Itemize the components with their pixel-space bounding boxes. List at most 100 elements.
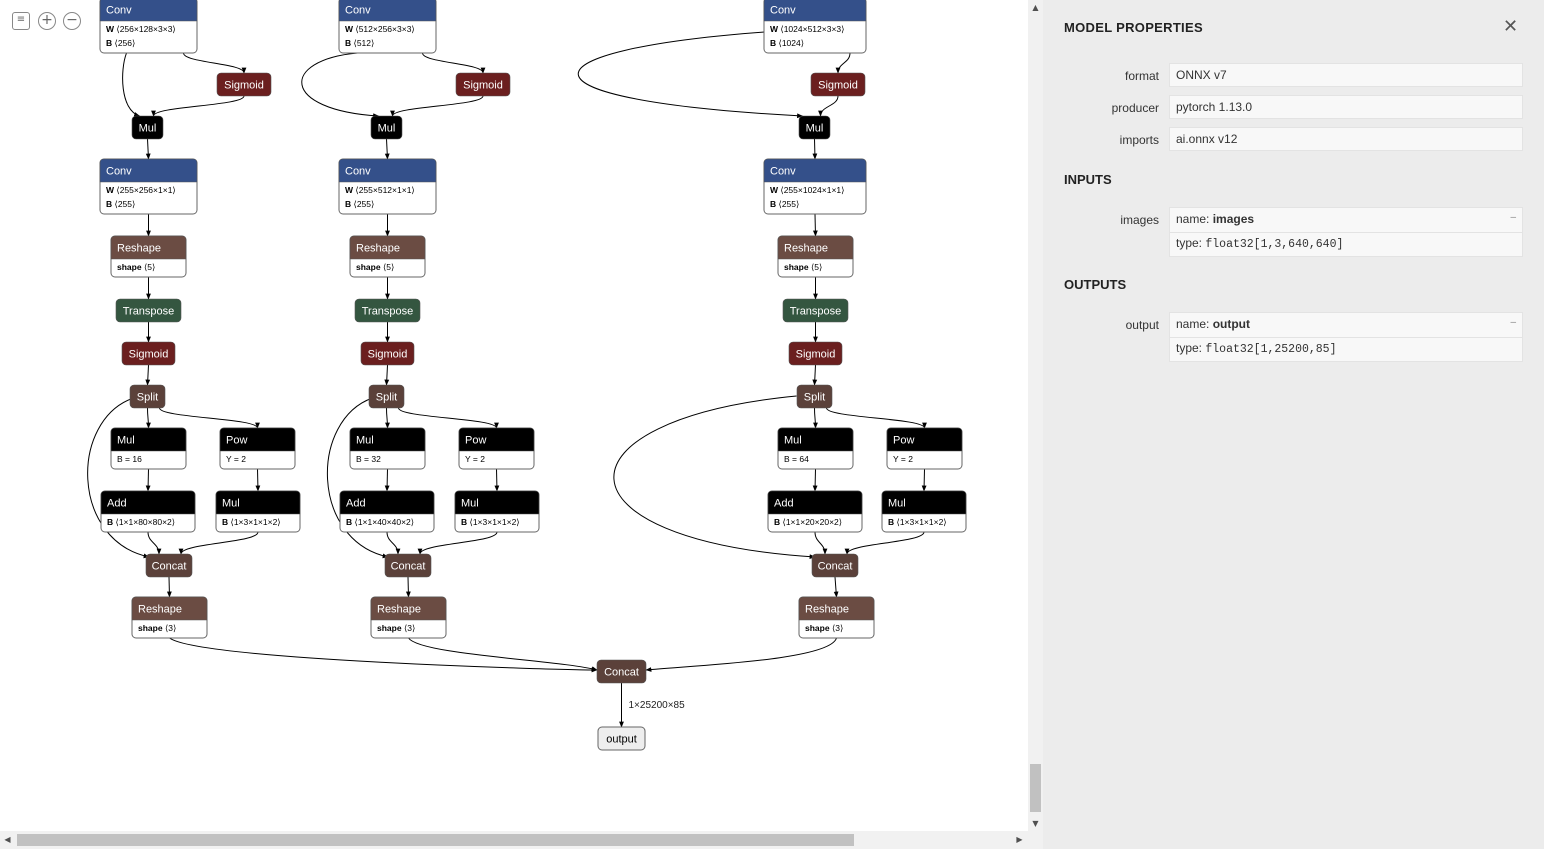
- input-type-value: float32[1,3,640,640]: [1205, 238, 1344, 251]
- zoom-in-icon[interactable]: +: [38, 12, 56, 30]
- input-label: images: [1120, 213, 1159, 227]
- node-transpose[interactable]: Transpose: [354, 298, 421, 323]
- expand-icon[interactable]: –: [1510, 317, 1516, 328]
- node-output[interactable]: output: [597, 726, 646, 751]
- graph-edge: [818, 95, 839, 117]
- node-label: Transpose: [362, 306, 414, 318]
- input-argument[interactable]: name: images – type: float32[1,3,640,640…: [1169, 207, 1523, 257]
- close-icon[interactable]: ✕: [1503, 16, 1519, 36]
- model-properties-panel: MODEL PROPERTIES ✕ format ONNX v7 produc…: [1043, 0, 1544, 849]
- scroll-up-icon[interactable]: ▲: [1032, 3, 1039, 12]
- node-label: Mul: [222, 498, 240, 510]
- node-sigmoid[interactable]: Sigmoid: [121, 341, 176, 366]
- node-split[interactable]: Split: [368, 384, 405, 409]
- node-label: Concat: [152, 561, 187, 573]
- node-concat[interactable]: Concat: [596, 659, 647, 684]
- node-sigmoid[interactable]: Sigmoid: [360, 341, 415, 366]
- node-mul[interactable]: Mul: [798, 115, 831, 140]
- node-label: Transpose: [790, 306, 842, 318]
- node-sigmoid[interactable]: Sigmoid: [810, 72, 866, 97]
- node-concat[interactable]: Concat: [384, 553, 432, 578]
- node-split[interactable]: Split: [129, 384, 166, 409]
- node-label: Conv: [106, 5, 132, 17]
- node-attribute: B ⟨255⟩: [106, 199, 135, 209]
- node-label: Sigmoid: [368, 349, 408, 361]
- node-sigmoid[interactable]: Sigmoid: [216, 72, 272, 97]
- node-attribute: shape ⟨3⟩: [805, 623, 843, 633]
- output-type-prefix: type:: [1176, 341, 1206, 355]
- node-label: Reshape: [117, 243, 161, 255]
- output-label: output: [1125, 318, 1159, 332]
- menu-icon[interactable]: ≡: [12, 12, 30, 30]
- node-mul[interactable]: Mul: [370, 115, 403, 140]
- graph-edge: [812, 213, 818, 237]
- node-label: Split: [804, 392, 825, 404]
- node-split[interactable]: Split: [796, 384, 833, 409]
- graph-edge: [398, 407, 499, 429]
- graph-edge: [384, 138, 390, 160]
- graph-edge: [833, 576, 839, 598]
- graph-edge: [386, 531, 401, 555]
- graph-edge: [301, 52, 380, 119]
- node-label: Reshape: [805, 604, 849, 616]
- prop-label-imports: imports: [1119, 133, 1159, 147]
- node-reshape[interactable]: Reshape shape ⟨3⟩: [798, 596, 875, 639]
- zoom-out-icon[interactable]: −: [63, 12, 81, 30]
- prop-value-format: ONNX v7: [1169, 63, 1523, 87]
- vertical-scroll-thumb[interactable]: [1030, 764, 1041, 812]
- node-label: Add: [346, 498, 366, 510]
- horizontal-scrollbar[interactable]: ◀ ▶: [0, 831, 1028, 849]
- graph-edge: [178, 531, 259, 555]
- node-concat[interactable]: Concat: [145, 553, 193, 578]
- scroll-down-icon[interactable]: ▼: [1032, 819, 1039, 828]
- node-transpose[interactable]: Transpose: [782, 298, 849, 323]
- node-attribute: shape ⟨5⟩: [356, 262, 394, 272]
- graph-edge: [494, 468, 500, 492]
- output-name: name: output: [1176, 317, 1250, 331]
- scroll-right-icon[interactable]: ▶: [1016, 835, 1023, 844]
- node-attribute: B = 16: [117, 454, 142, 464]
- node-label: Mul: [784, 435, 802, 447]
- node-sigmoid[interactable]: Sigmoid: [455, 72, 511, 97]
- node-label: Sigmoid: [129, 349, 169, 361]
- node-label: Pow: [893, 435, 914, 447]
- output-argument[interactable]: name: output – type: float32[1,25200,85]: [1169, 312, 1523, 362]
- horizontal-scroll-thumb[interactable]: [17, 834, 854, 846]
- graph-edge: [255, 468, 261, 492]
- node-label: Sigmoid: [224, 80, 264, 92]
- node-sigmoid[interactable]: Sigmoid: [788, 341, 843, 366]
- node-transpose[interactable]: Transpose: [115, 298, 182, 323]
- node-attribute: B ⟨256⟩: [106, 38, 135, 48]
- vertical-scrollbar[interactable]: ▲ ▼: [1028, 0, 1043, 831]
- scroll-left-icon[interactable]: ◀: [4, 835, 11, 844]
- node-concat[interactable]: Concat: [811, 553, 859, 578]
- node-attribute: Y = 2: [465, 454, 485, 464]
- node-mul[interactable]: Mul: [131, 115, 164, 140]
- expand-icon[interactable]: –: [1510, 212, 1516, 223]
